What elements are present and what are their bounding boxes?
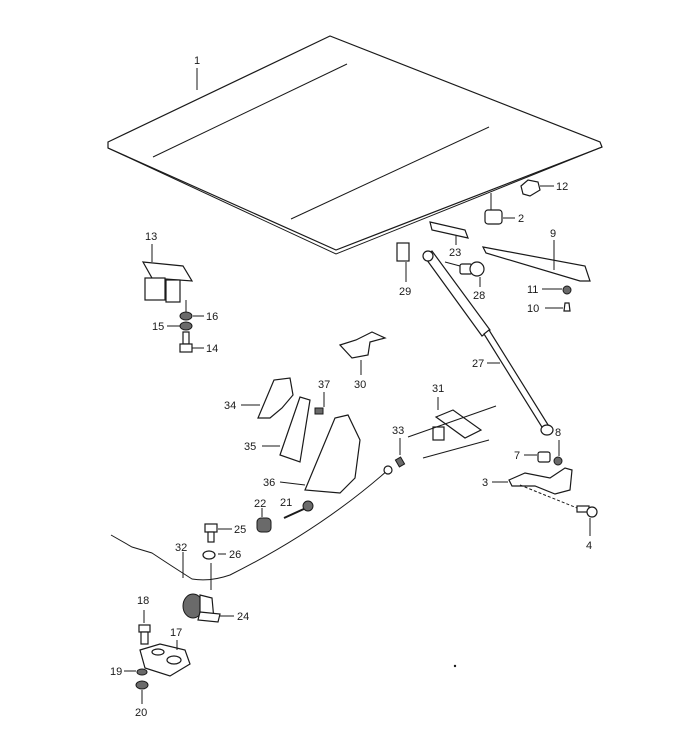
- callout-28: 28: [473, 290, 485, 302]
- leader-28-dash: [444, 261, 461, 267]
- nut-part-11: [562, 285, 572, 295]
- bracket-part-31: [407, 405, 497, 459]
- callout-29: 29: [399, 286, 411, 298]
- callout-20: 20: [135, 707, 147, 719]
- callout-10: 10: [527, 303, 539, 315]
- nut-part-16: [179, 311, 193, 321]
- bolt-part-14: [179, 331, 193, 353]
- hinge-bracket-part-3: [508, 467, 573, 495]
- buffer-part-12: [520, 179, 541, 197]
- pin-part-33: [394, 456, 406, 468]
- lock-assembly-part-13: [141, 261, 194, 303]
- callout-31: 31: [432, 383, 444, 395]
- ball-stud-part-28: [459, 261, 485, 277]
- release-cable-part-32: [110, 465, 393, 581]
- callout-19: 19: [110, 666, 122, 678]
- callout-17: 17: [170, 627, 182, 639]
- nut-part-8: [553, 456, 563, 466]
- hood-panel: [107, 35, 603, 255]
- plate-hole-2: [166, 655, 182, 665]
- leader-36: [279, 481, 306, 486]
- bolt-part-7: [537, 451, 551, 463]
- callout-32: 32: [175, 542, 187, 554]
- hinge-plate-part-34: [257, 377, 294, 419]
- rubber-stop-part-2: [484, 209, 503, 225]
- callout-16: 16: [206, 311, 218, 323]
- callout-37: 37: [318, 379, 330, 391]
- callout-2: 2: [518, 213, 524, 225]
- bolt-part-21: [283, 500, 314, 519]
- callout-8: 8: [555, 427, 561, 439]
- callout-18: 18: [137, 595, 149, 607]
- seal-strip-part-23: [429, 221, 469, 239]
- base-plate-part-17: [139, 643, 191, 677]
- callout-3: 3: [482, 477, 488, 489]
- callout-30: 30: [354, 379, 366, 391]
- callout-12: 12: [556, 181, 568, 193]
- dash-line-3-4: [519, 484, 578, 509]
- callout-14: 14: [206, 343, 218, 355]
- screw-part-37: [314, 407, 324, 415]
- washer-part-19: [136, 668, 148, 676]
- screw-part-10: [563, 302, 571, 312]
- callout-1: 1: [194, 55, 200, 67]
- callout-24: 24: [237, 611, 249, 623]
- bracket-plate-part-9: [481, 246, 591, 282]
- callout-15: 15: [152, 321, 164, 333]
- callout-7: 7: [514, 450, 520, 462]
- callout-35: 35: [244, 441, 256, 453]
- callout-23: 23: [449, 247, 461, 259]
- callout-27: 27: [472, 358, 484, 370]
- callout-21: 21: [280, 497, 292, 509]
- plate-hole-1: [151, 648, 165, 656]
- callout-34: 34: [224, 400, 236, 412]
- callout-13: 13: [145, 231, 157, 243]
- bolt-part-4: [576, 505, 598, 518]
- callout-22: 22: [254, 498, 266, 510]
- bolt-part-25: [204, 523, 218, 543]
- callout-4: 4: [586, 540, 592, 552]
- bolt-part-18: [138, 624, 151, 645]
- cable-clamp-part-24: [182, 593, 221, 623]
- bracket-part-30: [338, 331, 387, 359]
- nut-part-20: [135, 680, 149, 690]
- release-plate-part-36: [304, 414, 361, 494]
- clip-part-29: [396, 242, 410, 262]
- callout-25: 25: [234, 524, 246, 536]
- callout-26: 26: [229, 549, 241, 561]
- grommet-part-22: [256, 517, 272, 533]
- washer-part-26: [202, 550, 216, 560]
- lever-part-35: [279, 396, 311, 463]
- callout-9: 9: [550, 228, 556, 240]
- dot-mark: [453, 664, 457, 668]
- callout-33: 33: [392, 425, 404, 437]
- callout-11: 11: [527, 284, 538, 296]
- callout-36: 36: [263, 477, 275, 489]
- gas-strut-part-27: [422, 250, 554, 436]
- washer-part-15: [179, 321, 193, 331]
